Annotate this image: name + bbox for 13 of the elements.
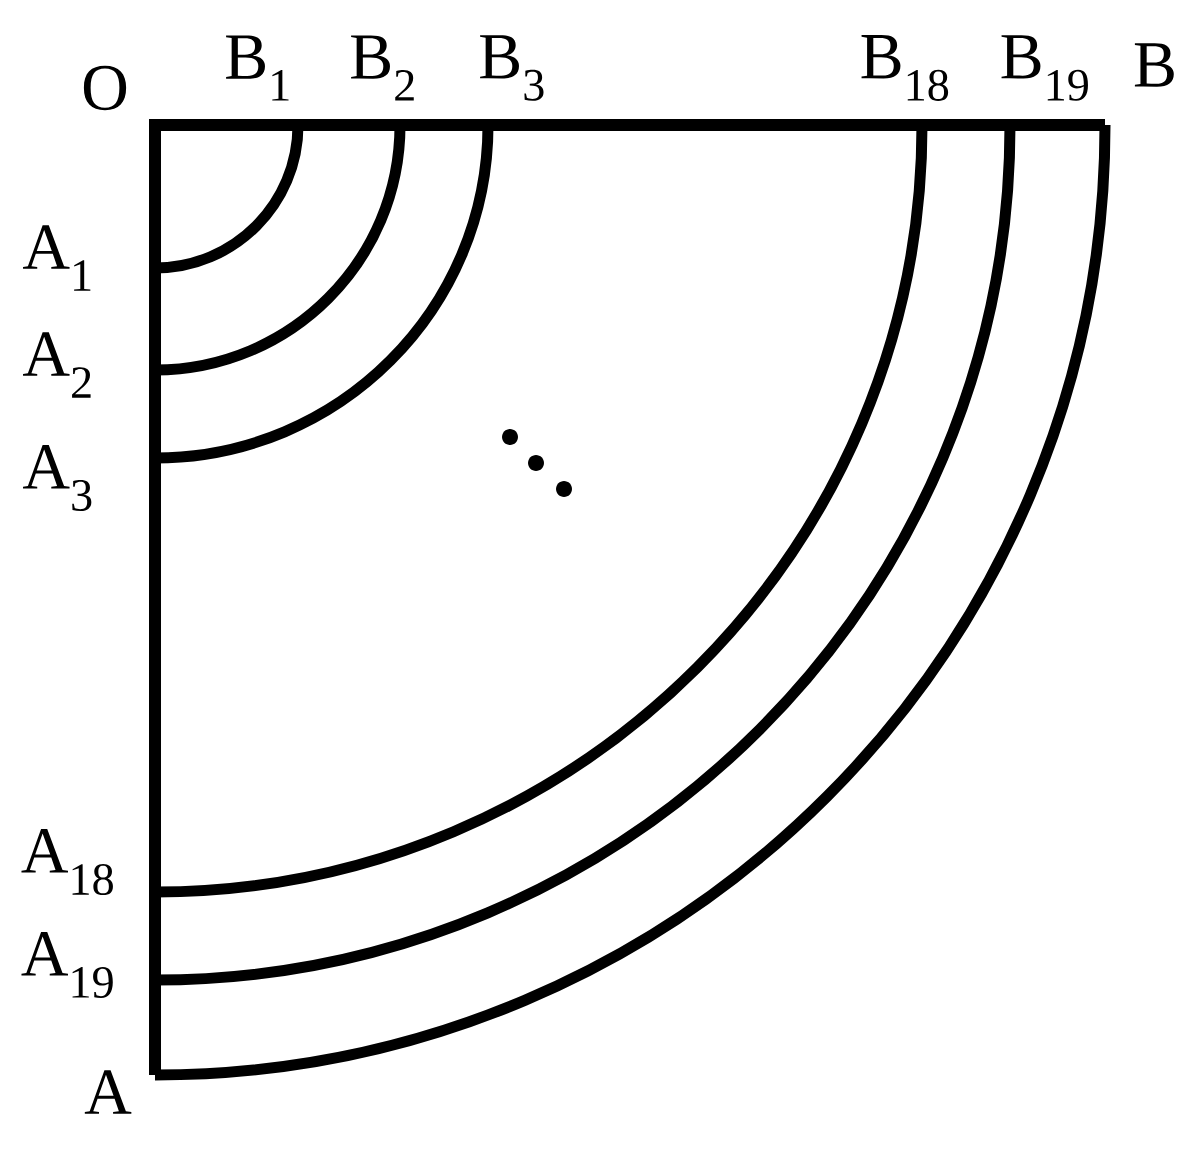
point-label: O (83, 65, 127, 111)
point-label: A$_{19}$ (21, 932, 113, 998)
point-label: B (1134, 43, 1174, 87)
point-label: A$_{2}$ (23, 332, 91, 398)
point-label: B$_{18}$ (861, 35, 949, 101)
point-label: A$_{3}$ (23, 445, 92, 511)
point-label: B$_{19}$ (1001, 35, 1088, 101)
point-label: B$_{3}$ (480, 35, 544, 101)
point-label: A (84, 1070, 132, 1114)
point-label: B$_{2}$ (351, 35, 414, 101)
point-label: A$_{18}$ (21, 828, 113, 896)
point-label: B$_{1}$ (226, 35, 289, 101)
point-label: A$_{1}$ (23, 225, 91, 291)
